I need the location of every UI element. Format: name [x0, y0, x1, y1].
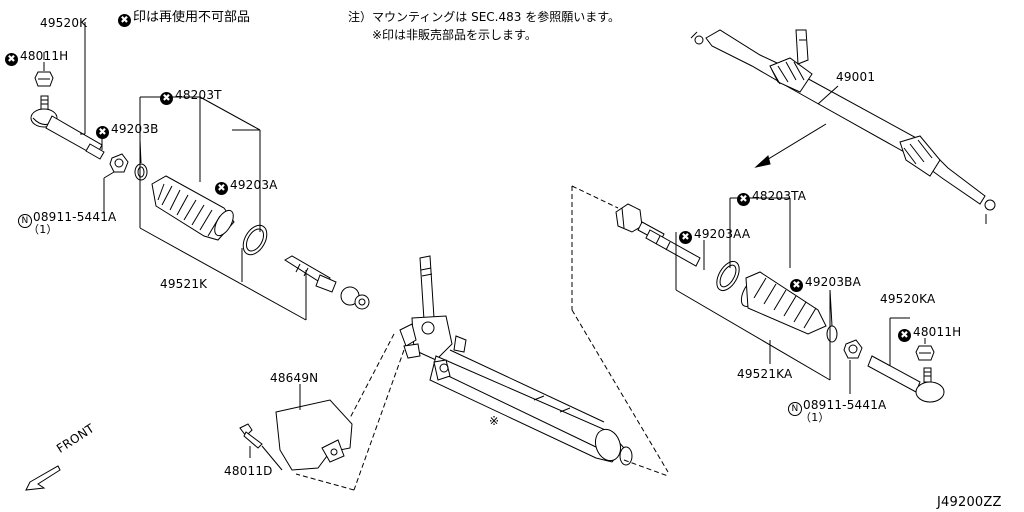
label-49520k: 49520K [40, 16, 88, 30]
x-mark-icon: ✖ [96, 126, 109, 139]
band-49203aa [716, 260, 740, 292]
tie-rod-end-left [30, 95, 105, 160]
n-mark-icon: N [18, 214, 32, 228]
boot-48203t [151, 175, 235, 241]
front-direction-arrow [25, 465, 61, 491]
gear-housing-center [399, 255, 633, 466]
non-sale-mark: ※ [489, 414, 500, 428]
label-49520ka: 49520KA [880, 292, 936, 306]
diagram-id: J49200ZZ [937, 495, 1002, 510]
band-49203a [242, 224, 268, 256]
x-mark-icon: ✖ [898, 329, 911, 342]
boot-48203ta [740, 271, 827, 335]
x-mark-icon: ✖ [215, 182, 228, 195]
n-mark-icon: N [788, 402, 802, 416]
label-49203a: ✖49203A [215, 178, 278, 195]
label-48203t: ✖48203T [160, 88, 222, 105]
bolt-48011d [239, 423, 283, 471]
part-number: 48203T [175, 88, 222, 102]
label-49521ka: 49521KA [737, 367, 793, 381]
note-non-sale: ※印は非販売部品を示します。 [372, 28, 537, 42]
part-number: 49203A [230, 178, 278, 192]
part-number: 08911-5441A [33, 210, 117, 224]
legend-text: 印は再使用不可部品 [133, 10, 251, 25]
inner-socket-49521k [284, 255, 370, 310]
tie-rod-end-right [867, 355, 945, 403]
label-48011h-left: ✖48011H [5, 49, 68, 66]
clip-49203b [134, 163, 148, 181]
qty-right: （1） [800, 411, 830, 424]
label-49203b: ✖49203B [96, 122, 159, 139]
part-number: 48011H [913, 325, 962, 339]
clip-49203ba [826, 325, 838, 343]
bracket-lines-right [675, 197, 926, 394]
x-mark-icon: ✖ [679, 231, 692, 244]
label-48649n: 48649N [270, 371, 319, 385]
part-number: 48011H [20, 49, 69, 63]
label-49001: 49001 [836, 70, 876, 84]
lock-nut-08911-right [843, 339, 863, 359]
x-mark-icon: ✖ [737, 193, 750, 206]
nut-48011h-left [34, 62, 54, 87]
nut-48011h-right [915, 345, 935, 361]
x-mark-icon: ✖ [160, 92, 173, 105]
part-number: 49203BA [805, 275, 862, 289]
label-49203ba: ✖49203BA [790, 275, 861, 292]
x-mark-icon: ✖ [790, 279, 803, 292]
note-mounting: 注）マウンティングは SEC.483 を参照願います。 [348, 10, 621, 24]
part-number: 08911-5441A [803, 398, 887, 412]
transition-arrow [754, 123, 827, 168]
label-49203aa: ✖49203AA [679, 227, 750, 244]
part-number: 48203TA [752, 189, 807, 203]
label-49521k: 49521K [160, 277, 208, 291]
bracket-48649n [275, 384, 353, 471]
lock-nut-08911-left [109, 153, 129, 173]
part-number: 49203B [111, 122, 159, 136]
legend-non-reusable: ✖印は再使用不可部品 [118, 11, 250, 27]
dashed-leaders-center [295, 333, 669, 491]
label-48203ta: ✖48203TA [737, 189, 806, 206]
x-mark-icon: ✖ [5, 53, 18, 66]
qty-left: （1） [28, 223, 58, 236]
inner-socket-49521ka [645, 229, 701, 267]
steering-rack-overview [690, 29, 996, 224]
label-48011h-right: ✖48011H [898, 325, 961, 342]
dashed-frame-right [571, 185, 669, 473]
label-48011d: 48011D [224, 464, 273, 478]
part-number: 49203AA [694, 227, 751, 241]
x-mark-icon: ✖ [118, 14, 131, 27]
bracket-lines-left [43, 22, 307, 321]
